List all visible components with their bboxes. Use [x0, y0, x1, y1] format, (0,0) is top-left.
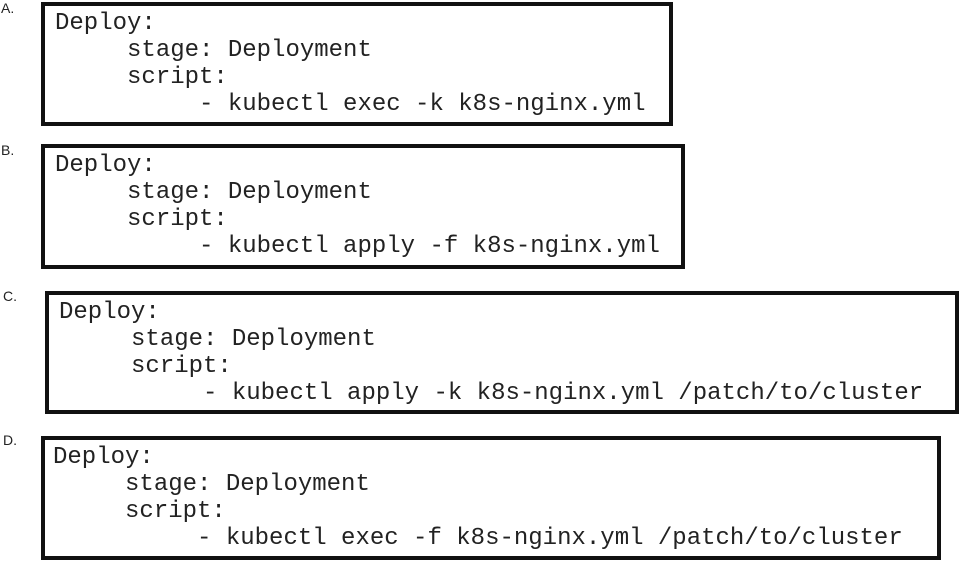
code-line: stage: Deployment: [53, 471, 370, 498]
option-a-label: A.: [1, 0, 15, 16]
option-d-code-box: Deploy: stage: Deployment script: - kube…: [41, 436, 941, 560]
code-line: script:: [55, 206, 228, 233]
code-line: stage: Deployment: [59, 326, 376, 353]
code-line: - kubectl apply -k k8s-nginx.yml /patch/…: [59, 380, 924, 407]
option-b-label: B.: [1, 142, 15, 158]
code-line: script:: [59, 353, 232, 380]
code-line: - kubectl apply -f k8s-nginx.yml: [55, 233, 660, 260]
option-b-code: Deploy: stage: Deployment script: - kube…: [55, 152, 660, 260]
code-line: Deploy:: [55, 152, 156, 179]
code-line: stage: Deployment: [55, 37, 372, 64]
code-line: Deploy:: [55, 10, 156, 37]
code-line: Deploy:: [59, 299, 160, 326]
option-c-label: C.: [3, 288, 17, 304]
code-line: script:: [53, 498, 226, 525]
option-b-code-box: Deploy: stage: Deployment script: - kube…: [41, 144, 685, 269]
option-d-label: D.: [3, 432, 17, 448]
option-c-code: Deploy: stage: Deployment script: - kube…: [59, 299, 923, 407]
code-line: - kubectl exec -k k8s-nginx.yml: [55, 91, 646, 118]
code-line: - kubectl exec -f k8s-nginx.yml /patch/t…: [53, 525, 903, 552]
option-c-code-box: Deploy: stage: Deployment script: - kube…: [45, 291, 959, 414]
code-line: Deploy:: [53, 444, 154, 471]
code-line: stage: Deployment: [55, 179, 372, 206]
code-line: script:: [55, 64, 228, 91]
option-a-code: Deploy: stage: Deployment script: - kube…: [55, 10, 646, 118]
option-a-code-box: Deploy: stage: Deployment script: - kube…: [41, 2, 673, 126]
option-d-code: Deploy: stage: Deployment script: - kube…: [53, 444, 903, 552]
